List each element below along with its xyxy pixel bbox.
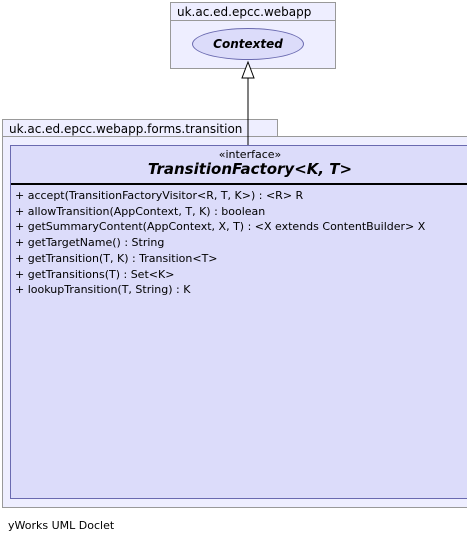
package-tab-forms-transition: uk.ac.ed.epcc.webapp.forms.transition [2,119,278,137]
interface-contexted[interactable]: Contexted [192,28,304,60]
interface-stereotype: «interface» [218,148,282,161]
package-name-forms-transition: uk.ac.ed.epcc.webapp.forms.transition [9,122,243,136]
footer-credit: yWorks UML Doclet [8,519,115,532]
method-item: + accept(TransitionFactoryVisitor<R, T, … [15,189,304,202]
interface-title: TransitionFactory<K, T> [147,160,353,178]
method-item: + getTransition(T, K) : Transition<T> [15,251,218,265]
interface-contexted-label: Contexted [213,37,283,51]
method-item: + allowTransition(AppContext, T, K) : bo… [15,204,266,218]
method-item: + getTargetName() : String [15,236,165,250]
package-name-webapp: uk.ac.ed.epcc.webapp [177,5,312,19]
method-item: + getTransitions(T) : Set<K> [15,267,175,281]
method-item: + getSummaryContent(AppContext, X, T) : … [15,220,426,234]
class-divider [11,183,467,185]
package-tab-webapp: uk.ac.ed.epcc.webapp [170,2,336,21]
method-list: + accept(TransitionFactoryVisitor<R, T, … [15,188,425,298]
method-item: + lookupTransition(T, String) : K [15,283,191,297]
interface-transition-factory[interactable]: «interface» TransitionFactory<K, T> + ac… [10,145,467,499]
